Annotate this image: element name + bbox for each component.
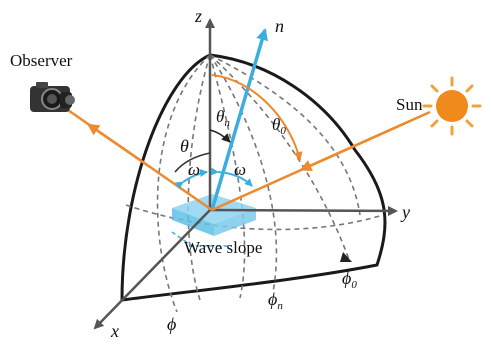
omega-arc-left <box>174 169 208 190</box>
label-omega-right: ω <box>234 160 246 179</box>
meridian-phi <box>156 54 211 313</box>
label-axis-x: x <box>110 321 119 341</box>
facet-projection <box>171 231 232 247</box>
label-axis-y: y <box>400 202 410 222</box>
meridian-phi-n <box>209 54 278 293</box>
sun-ray-arrow <box>299 119 411 172</box>
theta-0-arc <box>211 74 303 161</box>
label-phi-0: ϕ0 <box>342 268 357 291</box>
label-vector-n: n <box>275 16 284 36</box>
facet-left <box>172 208 214 236</box>
label-axis-z: z <box>194 6 202 26</box>
label-observer: Observer <box>10 51 73 70</box>
omega-arc-right <box>210 167 253 187</box>
sun-icon <box>422 76 482 136</box>
equator-dashed <box>125 204 384 231</box>
label-sun: Sun <box>396 95 423 114</box>
dashed-meridians <box>125 54 384 313</box>
camera-icon <box>30 82 75 112</box>
label-theta: θ <box>180 136 189 156</box>
label-phi: ϕ <box>167 314 176 334</box>
y-axis <box>209 205 398 216</box>
meridian-left <box>187 54 211 301</box>
observer-ray-arrow <box>87 123 151 169</box>
dome-outline <box>120 53 387 302</box>
phi-0-arrowhead <box>340 252 352 262</box>
label-theta-0: θ0 <box>272 115 286 137</box>
x-axis <box>93 209 211 330</box>
label-phi-n: ϕn <box>268 289 283 312</box>
meridian-phi-0 <box>209 54 351 263</box>
theta-n-arc <box>209 129 231 143</box>
facet-right <box>214 208 256 236</box>
axes <box>93 18 398 330</box>
label-omega-left: ω <box>188 160 200 179</box>
meridian-right <box>209 54 361 216</box>
label-wave-slope: Wave slope <box>184 238 262 257</box>
label-theta-n: θn <box>216 107 230 129</box>
